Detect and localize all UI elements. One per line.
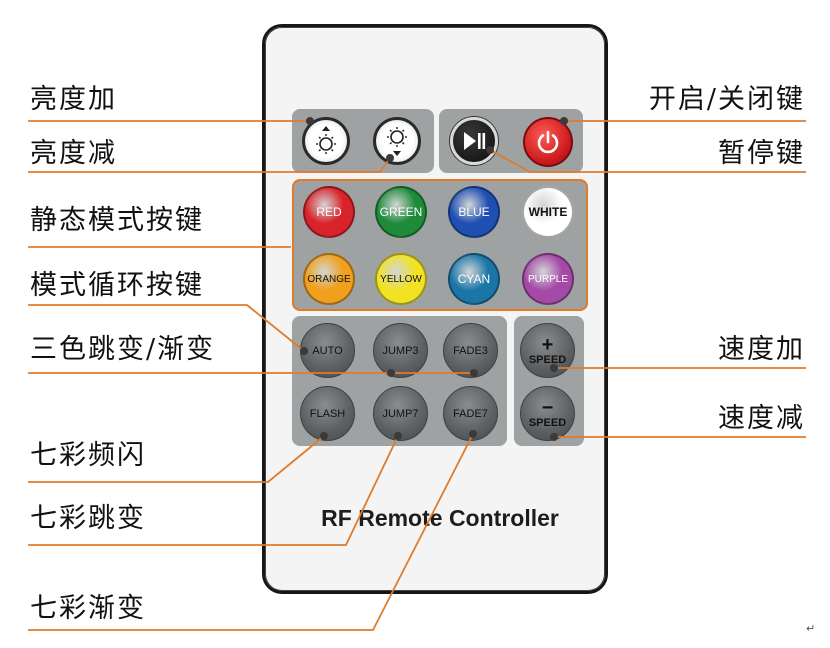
leader-mode-cycle	[28, 304, 305, 352]
color-button-orange[interactable]: ORANGE	[303, 253, 355, 305]
label-mode-cycle-keys: 模式循环按键	[30, 270, 204, 301]
color-button-purple[interactable]: PURPLE	[522, 253, 574, 305]
power-button[interactable]	[523, 117, 573, 167]
power-icon	[537, 130, 559, 154]
color-button-label: YELLOW	[380, 273, 422, 285]
color-button-label: CYAN	[457, 272, 491, 286]
leader-dot	[394, 432, 402, 440]
leader-pause	[489, 149, 806, 173]
mode-button-flash[interactable]: FLASH	[300, 386, 355, 441]
leader-dot	[469, 430, 477, 438]
minus-icon: −	[541, 396, 554, 419]
play-pause-icon	[464, 132, 486, 150]
label-brightness-down: 亮度减	[30, 138, 117, 169]
color-button-label: BLUE	[458, 205, 490, 219]
speed-down-label: SPEED	[528, 416, 567, 429]
color-button-label: PURPLE	[527, 273, 568, 285]
leader-dot	[387, 369, 395, 377]
label-seven-color-flash: 七彩频闪	[30, 440, 146, 471]
mode-button-label: FADE7	[453, 407, 488, 420]
mode-button-label: JUMP7	[382, 407, 419, 420]
color-button-yellow[interactable]: YELLOW	[375, 253, 427, 305]
mode-button-label: FLASH	[309, 407, 346, 420]
speed-down-button[interactable]: − SPEED	[520, 386, 575, 441]
color-button-blue[interactable]: BLUE	[448, 186, 500, 238]
mode-button-jump3[interactable]: JUMP3	[373, 323, 428, 378]
speed-up-button[interactable]: + SPEED	[520, 323, 575, 378]
leader-dot	[300, 347, 308, 355]
color-button-label: RED	[316, 205, 342, 219]
mode-button-fade3[interactable]: FADE3	[443, 323, 498, 378]
plus-icon: +	[541, 333, 554, 356]
color-button-red[interactable]: RED	[303, 186, 355, 238]
sun-up-icon	[316, 126, 336, 154]
leader-dot	[560, 117, 568, 125]
brightness-down-button[interactable]	[373, 117, 421, 165]
color-button-white[interactable]: WHITE	[522, 186, 574, 238]
color-button-cyan[interactable]: CYAN	[448, 253, 500, 305]
sun-down-icon	[387, 127, 407, 156]
leader-brightness-down	[28, 157, 391, 173]
color-button-green[interactable]: GREEN	[375, 186, 427, 238]
leader-seven-flash	[28, 435, 325, 483]
mode-button-label: JUMP3	[382, 344, 419, 357]
remote-title: RF Remote Controller	[321, 505, 559, 531]
leader-seven-jump	[28, 435, 399, 546]
color-button-label: GREEN	[379, 205, 423, 219]
mode-button-label: FADE3	[453, 344, 488, 357]
mode-button-jump7[interactable]: JUMP7	[373, 386, 428, 441]
leader-dot	[470, 369, 478, 377]
enter-mark: ↵	[806, 622, 816, 635]
label-power-key: 开启/关闭键	[648, 84, 805, 115]
label-brightness-up: 亮度加	[30, 84, 117, 115]
mode-button-label: AUTO	[312, 344, 343, 357]
leader-dot	[320, 432, 328, 440]
label-pause-key: 暂停键	[718, 138, 805, 169]
leader-dot	[550, 364, 558, 372]
leader-dot	[386, 154, 394, 162]
color-button-label: ORANGE	[307, 273, 351, 285]
label-seven-color-jump: 七彩跳变	[30, 503, 146, 534]
leader-seven-fade	[28, 433, 474, 631]
label-three-color-jump-fade: 三色跳变/渐变	[30, 334, 216, 365]
label-speed-down: 速度减	[718, 403, 805, 434]
label-static-mode-keys: 静态模式按键	[30, 205, 204, 236]
label-speed-up: 速度加	[718, 334, 805, 365]
label-seven-color-fade: 七彩渐变	[30, 593, 146, 624]
play-pause-button[interactable]	[450, 117, 498, 165]
color-button-label: WHITE	[528, 205, 568, 219]
leader-dot	[486, 146, 494, 154]
speed-up-label: SPEED	[528, 353, 567, 366]
leader-dot	[550, 433, 558, 441]
leader-dot	[306, 117, 314, 125]
